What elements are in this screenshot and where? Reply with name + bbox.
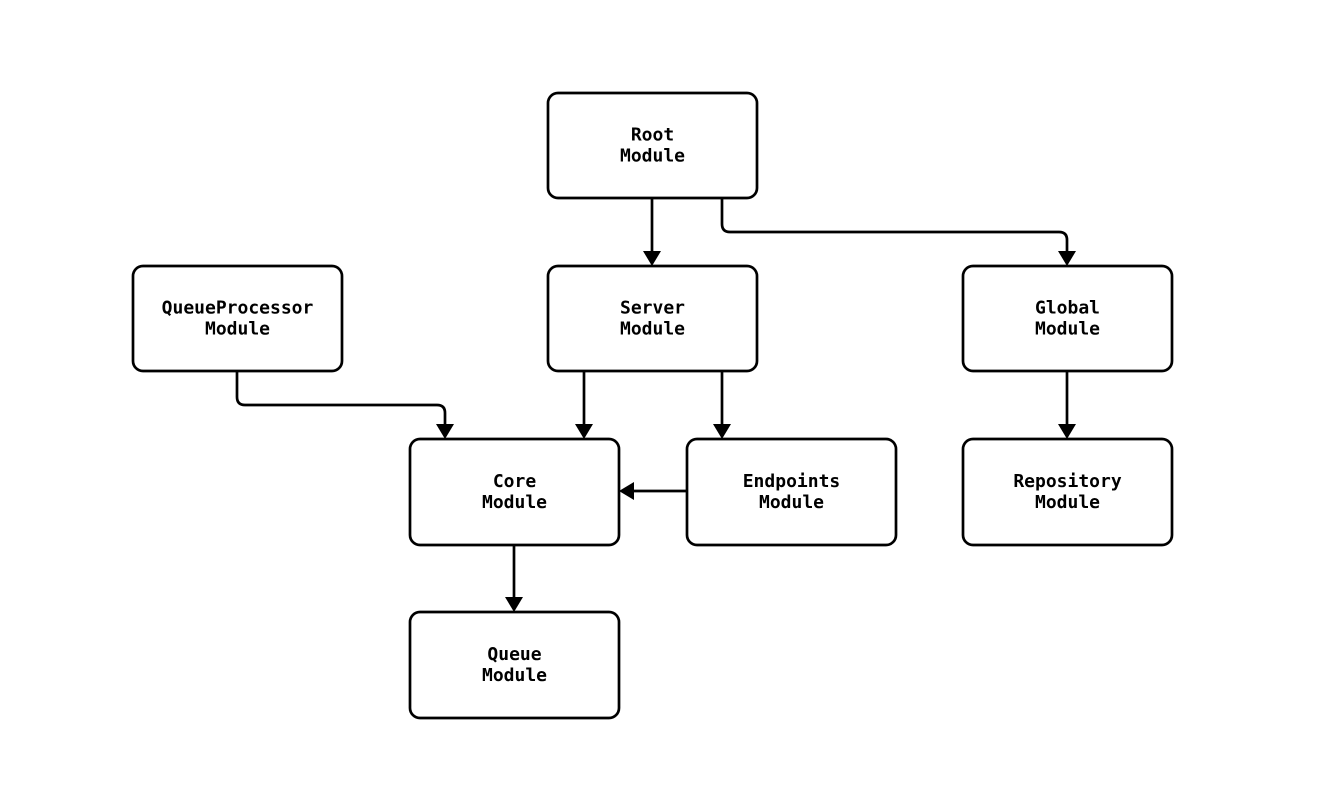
node-label-line: Module — [482, 492, 547, 513]
edge-global-to-repository — [1058, 371, 1076, 439]
edge-core-to-queue — [505, 545, 523, 612]
edge-root-to-global — [720, 198, 1076, 266]
node-box — [408, 610, 621, 720]
arrowhead-icon — [643, 251, 661, 266]
node-box — [546, 91, 759, 200]
node-box — [961, 264, 1174, 373]
arrowhead-icon — [505, 597, 523, 612]
edge-server-to-endpoints — [713, 371, 731, 439]
node-label-line: Server — [620, 298, 685, 319]
arrowhead-icon — [436, 424, 454, 439]
node-label-line: Module — [482, 665, 547, 686]
edge-line — [235, 371, 447, 425]
edge-server-to-core — [575, 371, 593, 439]
node-box — [961, 437, 1174, 547]
edge-queueprocessor-to-core — [235, 371, 454, 439]
edge-endpoints-to-core — [619, 482, 687, 500]
node-label-line: Queue — [487, 644, 541, 665]
arrowhead-icon — [1058, 424, 1076, 439]
node-label-line: Endpoints — [743, 471, 841, 492]
arrowhead-icon — [713, 424, 731, 439]
node-label-line: Module — [759, 492, 824, 513]
arrowhead-icon — [575, 424, 593, 439]
node-label-line: QueueProcessor — [162, 298, 314, 319]
node-box — [685, 437, 898, 547]
node-label-line: Root — [631, 125, 674, 146]
arrowhead-icon — [619, 482, 634, 500]
edge-line — [720, 198, 1069, 252]
node-box — [408, 437, 621, 547]
node-box — [546, 264, 759, 373]
node-label-line: Module — [620, 146, 685, 167]
node-label-line: Module — [1035, 492, 1100, 513]
node-label-line: Repository — [1013, 471, 1122, 492]
node-label-line: Module — [620, 319, 685, 340]
node-box — [131, 264, 344, 373]
node-label-line: Core — [493, 471, 537, 492]
edge-root-to-server — [643, 198, 661, 266]
node-label-line: Module — [1035, 319, 1100, 340]
node-label-line: Module — [205, 319, 270, 340]
arrowhead-icon — [1058, 251, 1076, 266]
node-label-line: Global — [1035, 298, 1100, 319]
